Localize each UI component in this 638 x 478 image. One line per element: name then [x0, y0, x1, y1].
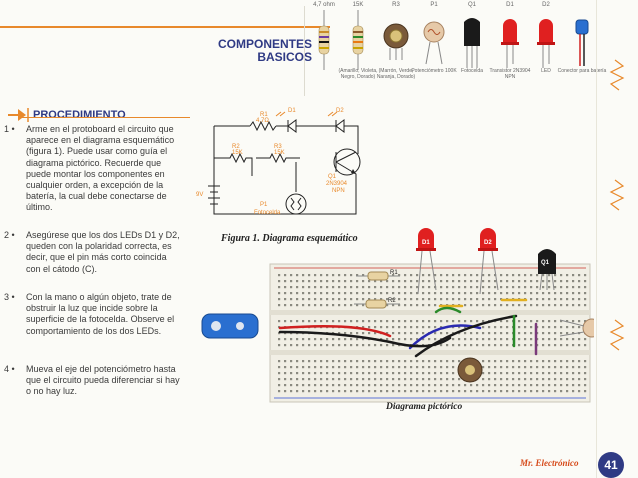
transistor-icon: [538, 249, 556, 291]
component-desc: LED: [541, 68, 551, 74]
schematic-label: NPN: [332, 188, 345, 194]
component-desc: Transistor 2N3904 NPN: [489, 68, 531, 80]
pictorial-label: Q1: [541, 260, 550, 266]
page-number: 41: [598, 452, 624, 478]
led-icon: [501, 19, 519, 68]
component-label: D2: [542, 2, 550, 8]
transistor-icon: [464, 18, 480, 68]
component-resistor-2: 15K (Amarillo, Violeta, Negro, Dorado): [338, 2, 378, 80]
photocell-icon: [559, 318, 594, 338]
component-label: Q1: [467, 2, 476, 8]
breadboard-holes: [278, 274, 587, 393]
step-number: 1 •: [4, 124, 15, 134]
component-desc: (Amarillo, Violeta, Negro, Dorado): [338, 68, 378, 80]
pictorial-diagram: D1 D2 Q1 R1 R2: [201, 228, 594, 403]
photocell-icon: [423, 21, 445, 65]
led-icon: [478, 228, 499, 295]
pictorial-label: D1: [422, 240, 430, 246]
pictorial-caption: Diagrama pictórico: [386, 402, 463, 412]
arrow-icon: [8, 108, 29, 122]
component-label: 15K: [352, 2, 364, 8]
potentiometer-icon: [383, 23, 409, 60]
component-desc: Potenciómetro 100K: [411, 68, 457, 74]
resistor-icon: [356, 271, 400, 281]
component-resistor-1: 4,7 ohm: [304, 2, 344, 75]
schematic-label: R1: [260, 112, 268, 118]
component-label: P1: [430, 2, 438, 8]
component-label: R3: [392, 2, 400, 8]
battery-connector-icon: [575, 19, 589, 66]
potentiometer-icon: [457, 357, 483, 383]
pictorial-label: D2: [484, 240, 492, 246]
procedure-step: 4 • Mueva el eje del potenciómetro hasta…: [4, 364, 180, 398]
schematic-label: 2N3904: [326, 181, 348, 187]
section-title: COMPONENTES BASICOS: [217, 37, 312, 64]
schematic-label: 15K: [274, 150, 285, 156]
step-number: 4 •: [4, 364, 15, 374]
procedure-step: 3 • Con la mano o algún objeto, trate de…: [4, 292, 180, 337]
schematic-label: Fotocelda: [254, 210, 281, 216]
schematic-label: P1: [260, 202, 268, 208]
pictorial-label: R2: [388, 298, 396, 304]
led-icon: [416, 228, 437, 295]
resistor-icon: [318, 10, 330, 70]
component-desc: Conector para batería: [557, 68, 607, 74]
step-number: 2 •: [4, 230, 15, 240]
component-led-2: D2 LED: [526, 2, 566, 75]
schematic-label: 9V: [196, 192, 203, 198]
resistor-icon: [352, 10, 364, 70]
schematic-label: D2: [336, 108, 344, 114]
header-rule: [0, 26, 330, 28]
schematic-caption: Figura 1. Diagrama esquemático: [221, 233, 358, 244]
step-number: 3 •: [4, 292, 15, 302]
schematic-label: R2: [232, 144, 240, 150]
procedure-step: 2 • Asegúrese que los dos LEDs D1 y D2, …: [4, 230, 180, 275]
battery-clip: [201, 313, 259, 339]
component-desc: Fotocelda: [461, 68, 483, 74]
component-label: 4,7 ohm: [313, 2, 335, 8]
pictorial-label: R1: [390, 270, 398, 276]
led-icon: [537, 19, 555, 68]
component-battery-connector: Conector para batería: [558, 2, 606, 75]
component-photocell: P1 Potenciómetro 100K: [411, 2, 456, 75]
component-led-1: D1 Transistor 2N3904 NPN: [490, 2, 531, 80]
schematic-label: D1: [288, 108, 296, 114]
step-text: Mueva el eje del potenciómetro hasta que…: [26, 364, 180, 397]
component-potentiometer: R3 (Marrón, Verde, Naranja, Dorado): [376, 2, 416, 80]
procedure-title: PROCEDIMIENTO: [33, 109, 126, 121]
brand-logo: Mr. Electrónico: [520, 458, 579, 468]
component-transistor: Q1 Fotocelda: [452, 2, 492, 75]
procedure-step: 1 • Arme en el protoboard el circuito qu…: [4, 124, 180, 214]
schematic-label: 4,7Ω: [256, 118, 269, 124]
step-text: Arme en el protoboard el circuito que ap…: [26, 124, 175, 213]
zigzag-icon: [609, 59, 625, 351]
resistor-icon: [354, 299, 400, 309]
component-desc: (Marrón, Verde, Naranja, Dorado): [376, 68, 416, 80]
step-text: Con la mano o algún objeto, trate de obs…: [26, 292, 175, 336]
margin-decoration: [596, 0, 638, 478]
schematic-label: R3: [274, 144, 282, 150]
schematic-diagram: R1 4,7Ω D1 D2 R2 15K R3 15K Q1 2N3904 NP…: [196, 108, 361, 216]
component-label: D1: [506, 2, 514, 8]
schematic-label: 15K: [232, 150, 243, 156]
divider: [304, 6, 305, 96]
procedure-rule: [22, 117, 190, 118]
step-text: Asegúrese que los dos LEDs D1 y D2, qued…: [26, 230, 180, 274]
schematic-label: Q1: [328, 174, 337, 180]
